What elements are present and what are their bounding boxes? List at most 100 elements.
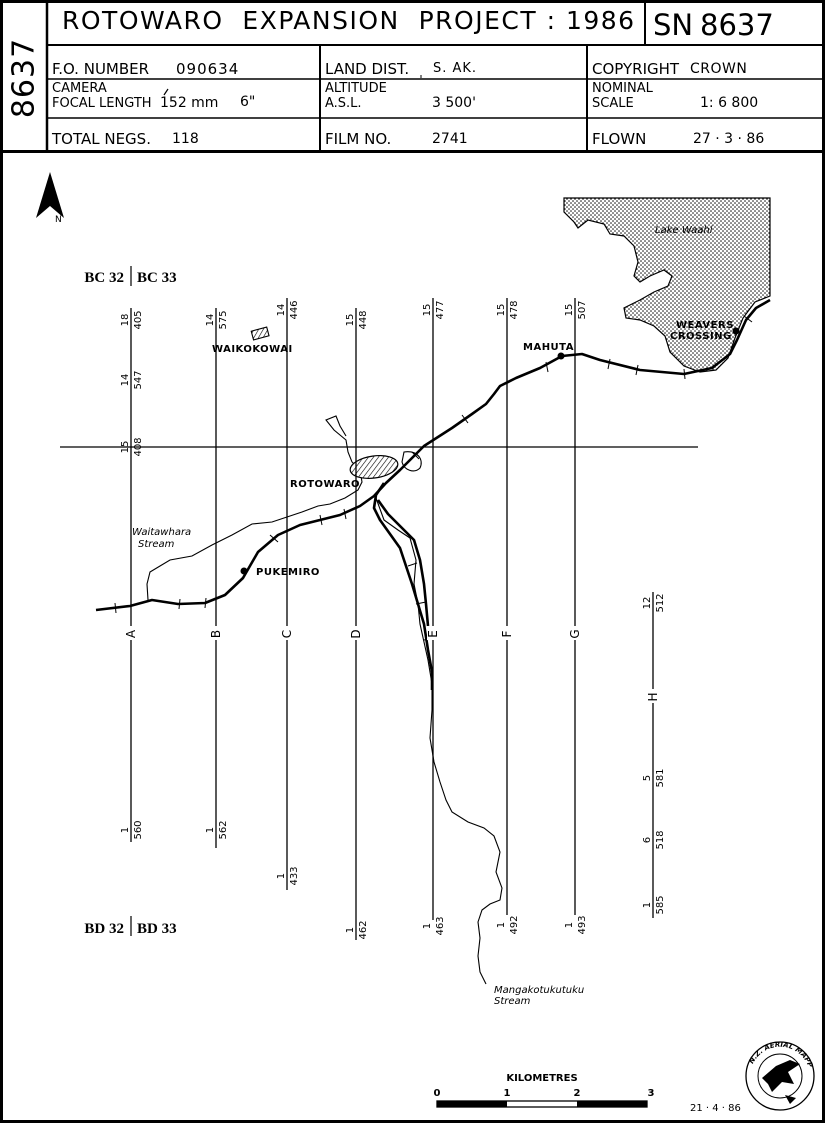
scale-title: KILOMETRES bbox=[506, 1073, 577, 1084]
fo-number-label: F.O. NUMBER bbox=[52, 60, 150, 78]
flight-line-a-letter-bg bbox=[125, 626, 137, 640]
flight-line-b-letter-bg bbox=[210, 626, 222, 640]
flight-line-d-bottom-label-neg: 462 bbox=[358, 920, 369, 939]
flight-line-d-top-label-run: 15 bbox=[345, 314, 356, 327]
flight-line-e-top-label-run: 15 bbox=[422, 304, 433, 317]
flight-line-g-letter: G bbox=[568, 629, 582, 638]
scale-tick-2: 2 bbox=[574, 1088, 581, 1099]
waitawhara-stream bbox=[146, 415, 363, 601]
flight-line-a-top-label-run: 18 bbox=[120, 314, 131, 327]
label-mangakotukutuku-stream: Stream bbox=[494, 996, 531, 1007]
scale-bar bbox=[436, 1100, 648, 1108]
flight-line-f-bottom-label-neg: 492 bbox=[509, 915, 520, 934]
flight-line-a-top-label-neg: 405 bbox=[133, 310, 144, 329]
scale-tick-3: 3 bbox=[648, 1088, 655, 1099]
label-pukemiro: PUKEMIRO bbox=[256, 567, 320, 578]
flight-line-d-top-label-neg: 448 bbox=[358, 310, 369, 329]
project-title: ROTOWARO EXPANSION PROJECT : 1986 bbox=[62, 6, 636, 35]
flight-line-b-bottom-label-neg: 562 bbox=[218, 820, 229, 839]
flight-line-h-letter-bg bbox=[647, 689, 659, 703]
scale-tick-0: 0 bbox=[434, 1088, 441, 1099]
label-mangakotukutuku: Mangakotukutuku bbox=[494, 985, 584, 996]
copyright-value: CROWN bbox=[690, 61, 748, 77]
flight-line-g-bottom-label-neg: 493 bbox=[577, 915, 588, 934]
flight-line-a-mid1-label-run: 14 bbox=[120, 374, 131, 387]
flight-line-f-letter: F bbox=[500, 630, 514, 637]
flight-line-c-bottom-label-run: 1 bbox=[276, 873, 287, 879]
sheet-bc33: BC 33 bbox=[137, 270, 177, 286]
flight-line-b-bottom-label-run: 1 bbox=[205, 827, 216, 833]
flight-line-f-bottom-label-run: 1 bbox=[496, 922, 507, 928]
label-waitawhara: Waitawhara bbox=[132, 527, 191, 538]
land-district-label: LAND DIST. bbox=[325, 60, 410, 78]
flown-value: 27 · 3 · 86 bbox=[693, 131, 765, 147]
label-waitawhara-stream: Stream bbox=[138, 539, 175, 550]
mahuta-dot-icon bbox=[557, 352, 565, 360]
railway-lines bbox=[95, 298, 771, 690]
flight-line-g-letter-bg bbox=[569, 626, 581, 640]
land-district-value: S. AK. bbox=[433, 61, 478, 76]
waikokowai-area bbox=[250, 326, 270, 341]
scale-label: SCALE bbox=[592, 96, 634, 111]
flown-label: FLOWN bbox=[592, 130, 647, 148]
focal-length-inches: 6" bbox=[240, 94, 256, 110]
flight-line-h-bottom-label-run: 1 bbox=[642, 902, 653, 908]
camera-label: CAMERA bbox=[52, 81, 107, 96]
flight-line-h-mid1-label-neg: 581 bbox=[655, 768, 666, 787]
flight-line-e-bottom-label-run: 1 bbox=[422, 923, 433, 929]
flight-line-h-letter: H bbox=[646, 692, 660, 701]
sn-number: 8637 bbox=[700, 8, 774, 42]
weavers-crossing-dot-icon bbox=[732, 327, 740, 335]
focal-length-value: 152 mm bbox=[160, 95, 219, 111]
flight-line-a-bottom-label-run: 1 bbox=[120, 827, 131, 833]
rotowaro-pond bbox=[401, 451, 422, 472]
railway-branch-2 bbox=[376, 499, 430, 627]
altitude-value: 3 500' bbox=[432, 95, 476, 111]
flight-line-e-letter-bg bbox=[427, 626, 439, 640]
lake-waahi bbox=[563, 197, 771, 373]
flight-line-c-bottom-label-neg: 433 bbox=[289, 866, 300, 885]
sheet-bd33: BD 33 bbox=[137, 921, 177, 937]
railway-branch-1 bbox=[372, 482, 434, 690]
film-number-value: 2741 bbox=[432, 131, 468, 147]
mangakotukutuku-stream bbox=[375, 497, 503, 985]
sn-label: SN bbox=[653, 8, 694, 42]
flight-line-c-top-label-run: 14 bbox=[276, 304, 287, 317]
flight-line-g-top-label-run: 15 bbox=[564, 304, 575, 317]
asl-label: A.S.L. bbox=[325, 96, 362, 111]
flight-line-a-mid2-label-neg: 408 bbox=[133, 437, 144, 456]
label-crossing: CROSSING bbox=[670, 331, 732, 342]
lake-label: Lake Waahi bbox=[655, 225, 713, 236]
flight-line-h-mid2-label-run: 6 bbox=[642, 837, 653, 843]
flight-line-a-mid1-label-neg: 547 bbox=[133, 370, 144, 389]
flight-line-h-top-label-run: 12 bbox=[642, 597, 653, 610]
fo-number-value: 090634 bbox=[176, 60, 240, 78]
total-negs-value: 118 bbox=[172, 131, 199, 147]
focal-length-label: FOCAL LENGTH bbox=[52, 96, 152, 111]
flight-line-a-mid2-label-run: 15 bbox=[120, 441, 131, 454]
title-block: 8637 ROTOWARO EXPANSION PROJECT : 1986 S… bbox=[0, 0, 825, 153]
scale-tick-1: 1 bbox=[504, 1088, 511, 1099]
flight-line-d-bottom-label-run: 1 bbox=[345, 927, 356, 933]
label-waikokowai: WAIKOKOWAI bbox=[212, 344, 293, 355]
railway-main bbox=[95, 298, 771, 612]
flight-line-f-letter-bg bbox=[501, 626, 513, 640]
